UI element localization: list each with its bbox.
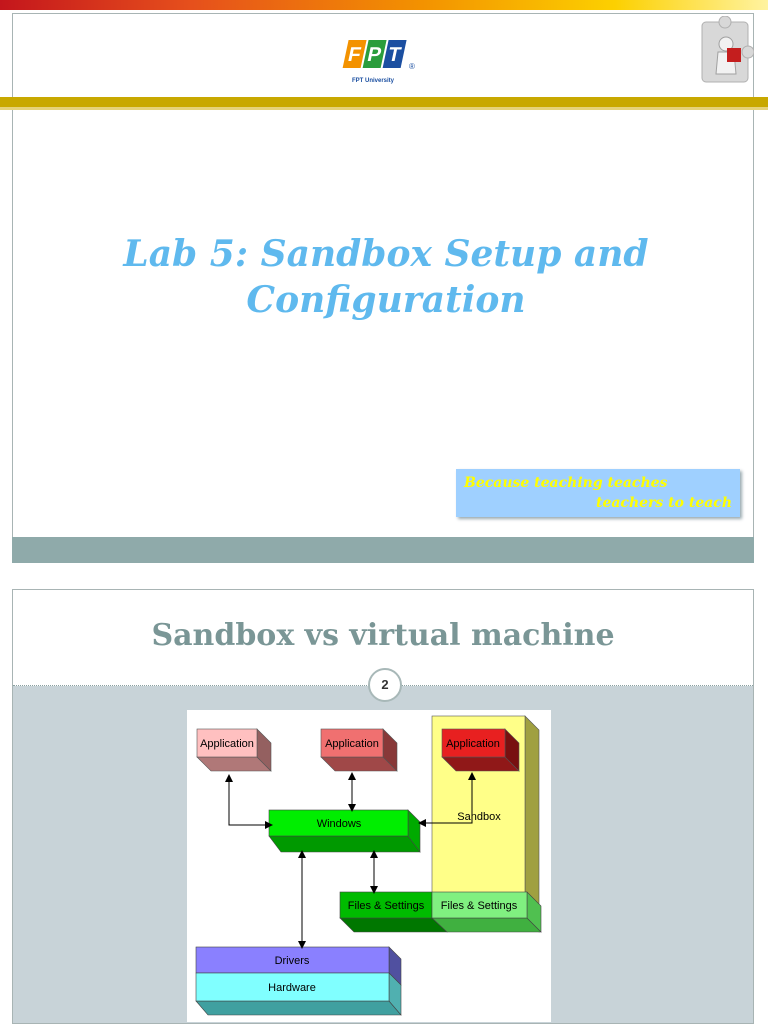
windows-label: Windows [317, 818, 362, 830]
sandbox-diagram: Sandbox Application Application Applicat… [187, 710, 551, 1022]
windows-box: Windows [268, 809, 421, 853]
drivers-label: Drivers [275, 955, 310, 967]
hardware-box: Hardware [195, 972, 402, 1016]
slide-footer-band [12, 537, 754, 563]
header-divider [0, 97, 768, 107]
hardware-label: Hardware [268, 982, 316, 994]
files-settings-label-sandbox: Files & Settings [441, 900, 518, 912]
motto-box: Because teaching teaches teachers to tea… [456, 469, 740, 517]
lab-title-line1: Lab 5: Sandbox Setup and [123, 233, 649, 275]
lab-title: Lab 5: Sandbox Setup and Configuration [41, 231, 731, 323]
application-box-2: Application [320, 728, 398, 772]
svg-text:P: P [365, 44, 383, 66]
lab-title-line2: Configuration [246, 279, 526, 321]
application-box-1: Application [196, 728, 272, 772]
application-label-3: Application [446, 738, 500, 750]
files-settings-label-host: Files & Settings [348, 900, 425, 912]
svg-text:T: T [386, 44, 403, 66]
connector-arrows [225, 772, 476, 949]
files-settings-box-host: Files & Settings [339, 891, 448, 933]
registered-mark: ® [409, 62, 415, 71]
logo-subtitle: FPT University [351, 78, 394, 84]
svg-text:F: F [346, 44, 363, 66]
top-color-bar [0, 0, 768, 10]
application-label-1: Application [200, 738, 254, 750]
motto-line2: teachers to teach [595, 495, 732, 511]
drivers-box: Drivers [195, 946, 402, 986]
slide-title: Sandbox vs virtual machine [151, 618, 615, 653]
files-settings-box-sandbox: Files & Settings [431, 891, 542, 933]
sandbox-label: Sandbox [457, 811, 501, 823]
header-divider-light [0, 107, 768, 110]
motto-line1: Because teaching teaches [464, 475, 668, 491]
application-label-2: Application [325, 738, 379, 750]
puzzle-figure-icon [696, 15, 755, 90]
fpt-logo: F P T ® FPT University [341, 38, 421, 84]
page-number-badge: 2 [368, 668, 402, 702]
application-box-3: Application [441, 728, 520, 772]
